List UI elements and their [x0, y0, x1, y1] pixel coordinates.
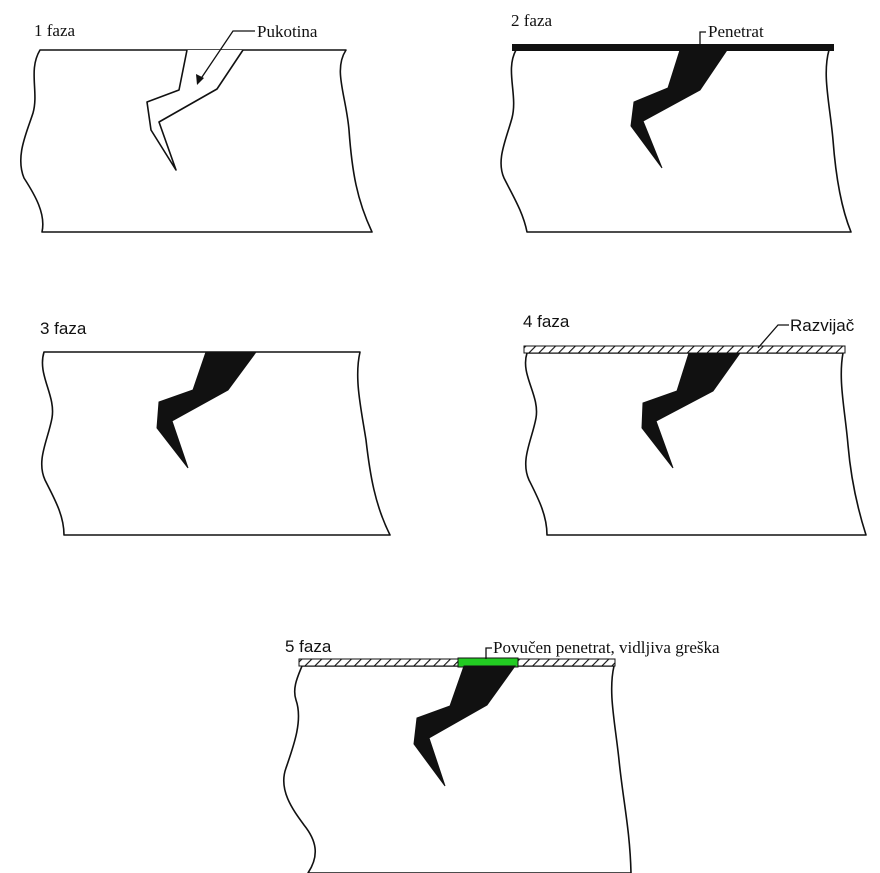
phase-4-specimen — [524, 352, 867, 536]
phase-1-crack-label: Pukotina — [257, 22, 318, 41]
phase-4-title: 4 faza — [523, 312, 570, 331]
phase-3-crack-filled — [156, 351, 257, 469]
phase-4-callout-leader — [757, 324, 789, 349]
phase-3-specimen — [40, 351, 391, 536]
phase-5-panel: 5 faza Povučen penetrat, vidljiva greška — [282, 637, 720, 873]
phase-3-title: 3 faza — [40, 319, 87, 338]
phase-1-callout-leader — [199, 30, 255, 81]
phase-1-panel: 1 faza Pukotina — [20, 21, 373, 233]
phase-2-penetrant-label: Penetrat — [708, 22, 764, 41]
phase-1-callout-arrowhead — [196, 74, 204, 85]
phase-4-developer-label: Razvijač — [790, 316, 855, 335]
phase-1-crack — [146, 49, 244, 171]
phase-5-defect-label: Povučen penetrat, vidljiva greška — [493, 638, 720, 657]
phase-5-callout-leader — [485, 647, 492, 659]
phase-4-panel: 4 faza Razvijač — [523, 312, 867, 536]
phase-5-developer-layer — [298, 658, 616, 667]
phase-2-panel: 2 faza Penetrat — [500, 11, 852, 233]
phase-5-crack-filled — [413, 665, 516, 787]
phase-4-developer-layer — [523, 345, 846, 354]
phase-2-penetrant-layer — [512, 44, 834, 51]
phase-3-panel: 3 faza — [40, 319, 391, 536]
phase-2-callout-leader — [699, 31, 706, 45]
phase-2-specimen — [500, 49, 852, 233]
phase-5-specimen — [282, 665, 632, 873]
phase-1-specimen — [20, 49, 373, 233]
phase-4-crack-filled — [641, 352, 741, 469]
phase-2-title: 2 faza — [511, 11, 553, 30]
phase-2-crack-filled — [630, 49, 728, 169]
phase-1-title: 1 faza — [34, 21, 76, 40]
phase-5-title: 5 faza — [285, 637, 332, 656]
